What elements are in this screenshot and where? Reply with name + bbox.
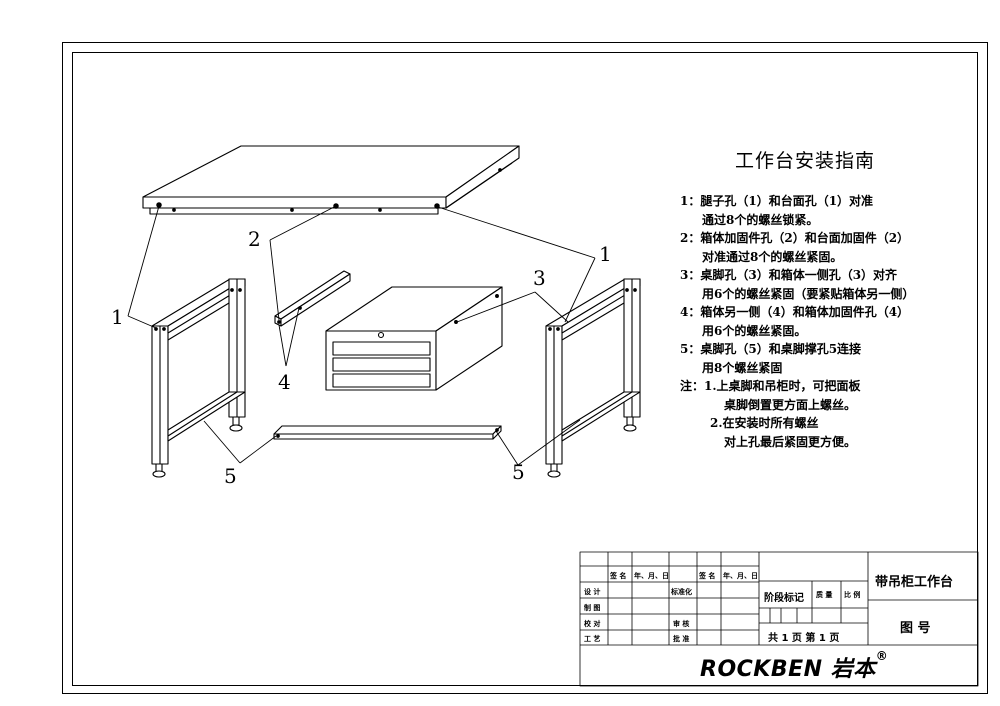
tb-design: 设 计 bbox=[584, 588, 601, 596]
title-block-grid bbox=[579, 551, 979, 687]
callout-5-right: 5 bbox=[512, 460, 525, 484]
step-3-line-2: 用6个的螺丝紧固（要紧贴箱体另一侧） bbox=[702, 286, 915, 301]
left-leg-frame bbox=[151, 278, 246, 478]
step-2-line-1: 2：箱体加固件孔（2）和台面加固件（2） bbox=[680, 231, 910, 245]
tb-check: 校 对 bbox=[584, 620, 601, 628]
callout-3: 3 bbox=[533, 266, 546, 290]
step-4-line-1: 4：箱体另一侧（4）和箱体加固件孔（4） bbox=[680, 305, 910, 319]
leg-stretcher-bar bbox=[273, 425, 502, 440]
tb-scale: 比 例 bbox=[844, 591, 861, 599]
drawing-number-label: 图 号 bbox=[900, 621, 931, 636]
step-3-line-1: 3：桌脚孔（3）和箱体一侧孔（3）对齐 bbox=[680, 268, 898, 282]
tb-approve: 批 准 bbox=[673, 635, 690, 643]
drawing-inner-border bbox=[72, 52, 978, 686]
step-1-line-1: 1：腿子孔（1）和台面孔（1）对准 bbox=[680, 194, 874, 208]
cabinet-reinforcement-bar bbox=[274, 270, 351, 327]
tb-sign-2: 签 名 bbox=[699, 572, 716, 580]
tb-date-2: 年、月、日 bbox=[723, 572, 758, 580]
step-4-line-2: 用6个的螺丝紧固。 bbox=[702, 323, 807, 338]
callout-5-left: 5 bbox=[224, 464, 237, 488]
tabletop bbox=[142, 145, 520, 215]
tb-weight: 质 量 bbox=[816, 591, 833, 599]
installation-steps: 1：腿子孔（1）和台面孔（1）对准 通过8个的螺丝锁紧。 2：箱体加固件孔（2）… bbox=[680, 192, 970, 451]
callout-1-left: 1 bbox=[111, 305, 124, 329]
note-line-1: 注：1.上桌脚和吊柜时，可把面板 bbox=[680, 379, 861, 393]
leader-lines bbox=[127, 205, 596, 466]
callout-4: 4 bbox=[278, 370, 291, 394]
tb-process: 工 艺 bbox=[584, 635, 601, 643]
tb-standardize: 标准化 bbox=[671, 588, 692, 596]
tb-stage-mark: 阶段标记 bbox=[764, 593, 804, 604]
step-5-line-1: 5：桌脚孔（5）和桌脚撑孔5连接 bbox=[680, 342, 862, 356]
brand-name: ROCKBEN 岩本 bbox=[700, 657, 876, 682]
hanging-cabinet bbox=[325, 286, 503, 391]
guide-title: 工作台安装指南 bbox=[734, 150, 875, 172]
cabinet-lock bbox=[377, 331, 385, 339]
step-5-line-2: 用8个螺丝紧固 bbox=[702, 360, 783, 375]
tb-sign: 签 名 bbox=[610, 572, 627, 580]
callout-2: 2 bbox=[248, 227, 261, 251]
drawing-outer-border bbox=[62, 42, 988, 694]
right-leg-frame bbox=[545, 278, 641, 478]
note-line-4: 对上孔最后紧固更方便。 bbox=[724, 434, 857, 449]
brand-logo: ROCKBEN 岩本® bbox=[700, 649, 889, 683]
callout-1-right: 1 bbox=[599, 242, 612, 266]
tb-draft: 制 图 bbox=[584, 604, 601, 612]
tb-pages: 共 1 页 第 1 页 bbox=[768, 633, 840, 644]
note-line-2: 桌脚倒置更方面上螺丝。 bbox=[724, 397, 857, 412]
note-line-3: 2.在安装时所有螺丝 bbox=[710, 416, 819, 430]
step-2-line-2: 对准通过8个的螺丝紧固。 bbox=[702, 249, 843, 264]
registered-mark: ® bbox=[875, 649, 889, 663]
tb-date: 年、月、日 bbox=[634, 572, 669, 580]
tb-review: 审 核 bbox=[673, 620, 690, 628]
product-name: 带吊柜工作台 bbox=[875, 575, 954, 590]
step-1-line-2: 通过8个的螺丝锁紧。 bbox=[702, 212, 819, 227]
